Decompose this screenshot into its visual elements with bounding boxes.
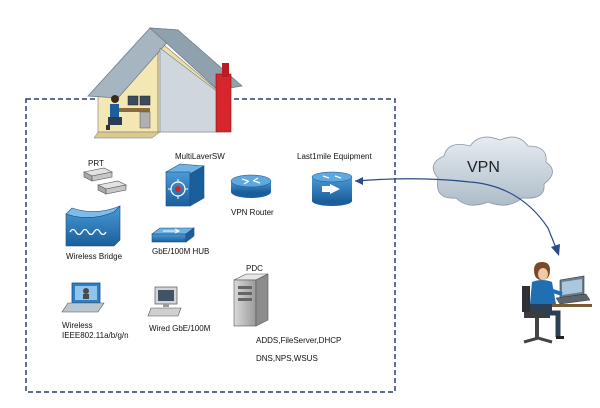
last-mile-equipment-icon xyxy=(311,171,353,206)
label-wired: Wired GbE/100M xyxy=(149,324,211,333)
label-wireless-line1: Wireless xyxy=(62,321,93,330)
wireless-bridge-icon xyxy=(65,205,121,247)
label-vpn-router: VPN Router xyxy=(231,208,274,217)
label-pdc: PDC xyxy=(246,264,263,273)
wired-pc-icon xyxy=(147,286,182,317)
vpn-router-icon xyxy=(230,174,272,198)
label-services-line2: DNS,NPS,WSUS xyxy=(256,354,318,363)
vpn-connection-line xyxy=(354,177,560,256)
label-last-mile-equipment: Last1mile Equipment xyxy=(297,152,372,161)
hub-icon xyxy=(151,227,195,243)
multilayer-switch-icon xyxy=(165,163,205,207)
label-wireless-line2: IEEE802.11a/b/g/n xyxy=(62,331,129,340)
printer-icon xyxy=(83,167,127,195)
remote-user-icon xyxy=(522,262,592,344)
label-wireless-bridge: Wireless Bridge xyxy=(66,252,123,261)
label-hub: GbE/100M HUB xyxy=(152,247,210,256)
vpn-cloud-icon xyxy=(432,136,553,206)
laptop-icon xyxy=(61,282,105,313)
label-vpn-cloud: VPN xyxy=(467,159,500,176)
label-prt: PRT xyxy=(88,159,104,168)
label-services-line1: ADDS,FileServer,DHCP xyxy=(256,336,342,345)
label-multilayer-switch: MultiLaverSW xyxy=(175,152,225,161)
pdc-server-icon xyxy=(233,273,269,327)
house-icon xyxy=(87,27,243,139)
